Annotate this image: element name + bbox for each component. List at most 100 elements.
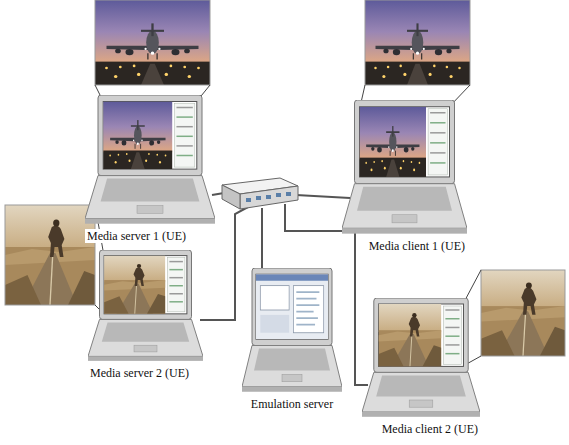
app-panel [176,155,192,157]
laptop-lid [252,268,332,346]
laptop-keyboard [357,187,452,211]
laptop-screen [360,107,450,177]
network-switch [286,192,291,196]
app-panel [169,261,183,263]
laptop-front [85,219,215,224]
laptop-touchpad [137,206,163,214]
network-switch [276,193,281,197]
laptop-screen [256,274,328,339]
photo-inset [95,0,210,85]
app-panel [445,344,459,346]
zoom-line [95,85,481,366]
network-switch [266,195,271,199]
app-panel [169,277,183,279]
app-panel [169,285,183,287]
network-switch [246,192,291,202]
app-panel [176,107,192,109]
app-panel [430,152,445,154]
app-panel [445,309,459,311]
app-panel [176,126,192,128]
laptop-touchpad [134,345,157,352]
laptop-lid [355,100,455,184]
laptop-base [85,176,215,219]
laptop-base [88,319,203,356]
app-panel [445,318,459,320]
laptop-screen [103,102,197,170]
laptop-lid [100,250,192,319]
node-label: Media client 1 (UE) [367,239,467,253]
laptop-base [342,184,467,229]
laptop-front [88,356,203,360]
laptop-lid [374,298,468,372]
laptop-node: Media server 2 (UE) [88,250,203,381]
laptop-icon [342,100,467,235]
laptop-base [362,372,480,412]
app-panel [169,301,183,303]
laptop-lid [98,95,202,176]
screen-content [379,304,442,366]
screen-content [104,256,165,314]
node-label: Emulation server [249,397,335,411]
app-panel [176,145,192,147]
laptop-touchpad [392,215,417,223]
app-panel [430,122,445,124]
app-panel [430,112,445,114]
app-panel [445,335,459,337]
laptop-node: Emulation server [242,268,342,412]
app-panel [430,162,445,164]
network-cable [200,207,248,320]
node-label: Media server 1 (UE) [85,229,188,243]
photo-inset [481,270,565,356]
laptop-keyboard [254,349,330,371]
app-panel [445,327,459,329]
laptop-screen [379,304,464,366]
laptop-keyboard [101,179,200,202]
laptop-keyboard [376,375,466,396]
app-panel [169,269,183,271]
laptop-keyboard [102,322,189,341]
photo-inset [5,0,565,356]
network-switch [246,198,251,202]
photo-inset [365,0,470,85]
network-switch [240,186,298,209]
screen-content [103,102,172,170]
photo-inset [5,205,95,305]
laptop-icon [85,95,215,225]
app-panel [167,258,185,312]
laptop-screen [104,256,187,314]
photo-inset [5,205,95,305]
network-cable [261,208,263,270]
app-panel [176,116,192,118]
app-panel [174,104,194,168]
app-panel [430,132,445,134]
app-panel [176,136,192,138]
node-label: Media client 2 (UE) [380,422,480,436]
laptop-front [362,412,480,417]
app-panel [430,142,445,144]
laptop-front [342,228,467,233]
network-cable [296,195,350,198]
laptop-icon [242,268,342,393]
laptop-node: Media client 2 (UE) [362,298,480,437]
node-label: Media server 2 (UE) [88,366,191,380]
photo-inset [481,270,565,356]
laptop-icon [362,298,480,418]
screen-content [256,274,328,339]
network-switch [222,185,240,209]
photo-inset [95,0,210,85]
laptop-touchpad [282,374,302,382]
laptop-node: Media server 1 (UE) [85,95,215,244]
network-switch [222,178,298,209]
screen-content [360,107,427,177]
app-panel [169,293,183,295]
laptop-touchpad [409,400,433,407]
laptop-base [242,346,342,387]
app-panel [443,306,461,364]
photo-inset [365,0,470,85]
app-panel [445,353,459,355]
network-switch [256,196,261,200]
app-panel [428,109,447,175]
laptop-icon [88,250,203,362]
laptop-node: Media client 1 (UE) [342,100,467,254]
